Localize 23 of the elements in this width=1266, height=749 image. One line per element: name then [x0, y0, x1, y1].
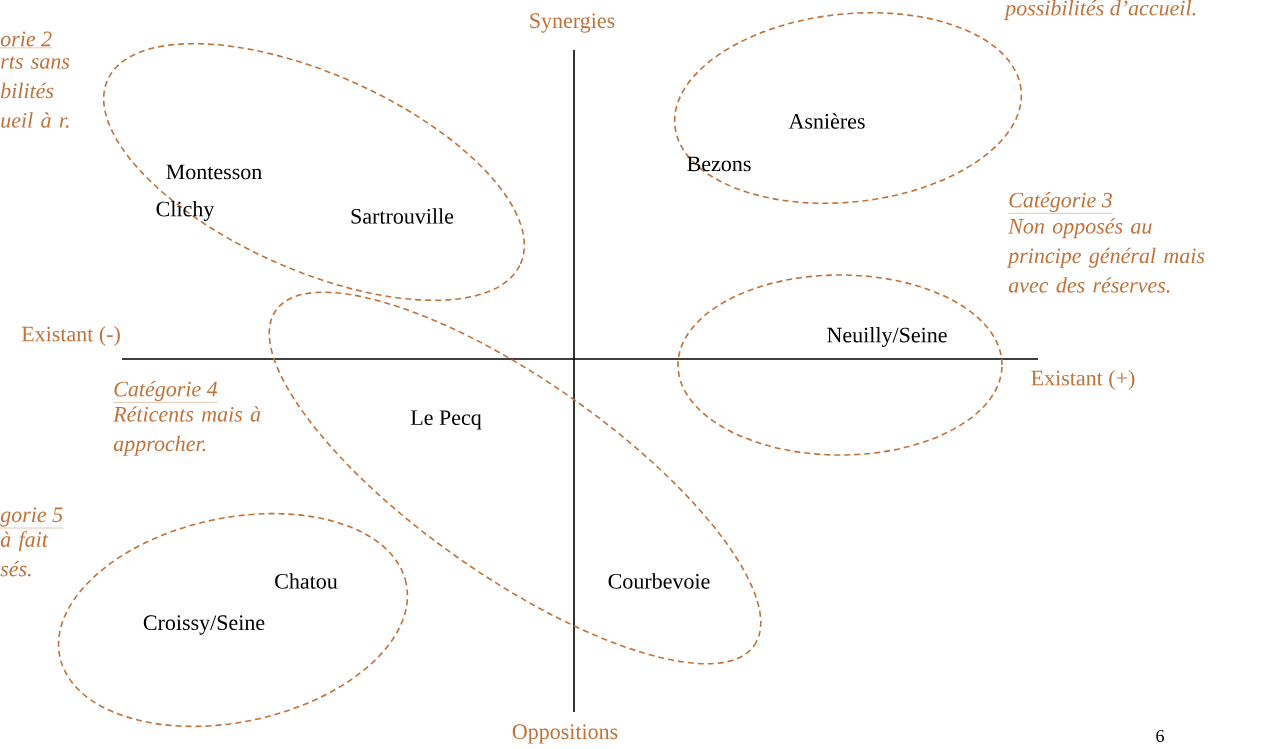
place-name: Bezons	[687, 156, 751, 172]
place-name: Le Pecq	[410, 410, 482, 430]
place-name: Clichy	[156, 201, 215, 221]
place-name: Chatou	[275, 573, 338, 589]
category-heading: orie 2	[0, 31, 53, 48]
page-number: 6	[1156, 729, 1164, 743]
axis-label: Existant (+)	[1031, 370, 1135, 390]
category-text: Réticents mais à approcher.	[113, 406, 261, 456]
category-text: possibilités d’accueil.	[1003, 0, 1196, 20]
category-heading: Catégorie 3	[1008, 192, 1113, 214]
axis-label: Existant (-)	[21, 326, 120, 346]
place-name: Montesson	[166, 164, 262, 180]
place-name: Croissy/Seine	[143, 615, 265, 635]
axis-label: Oppositions	[512, 724, 618, 744]
axis-label: Synergies	[530, 13, 615, 33]
place-name: Sartrouville	[351, 208, 454, 224]
category-heading: Catégorie 4	[113, 381, 218, 403]
category-heading: gorie 5	[0, 507, 64, 529]
category-text: rts sans bilités ueil à r.	[1, 56, 70, 128]
place-name: Neuilly/Seine	[827, 327, 947, 347]
category-text: Non opposés au principe général mais avec des réserves.	[1006, 218, 1205, 293]
place-name: Asnières	[788, 113, 865, 129]
place-name: Courbevoie	[608, 573, 710, 589]
